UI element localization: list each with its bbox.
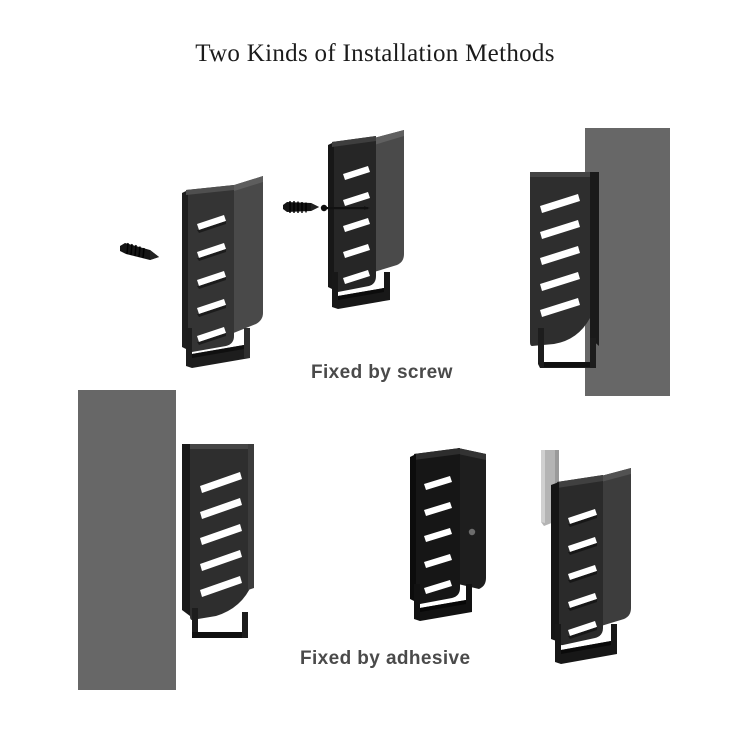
caption-fixed-by-screw: Fixed by screw <box>311 362 453 383</box>
page-title: Two Kinds of Installation Methods <box>195 40 555 67</box>
wall-anchor-left <box>118 239 164 269</box>
screw-hole <box>468 528 476 536</box>
wall-panel-bottom-left <box>78 390 176 690</box>
bracket-mounted-on-wall-bottom <box>168 440 278 650</box>
bracket-with-adhesive <box>535 448 655 683</box>
bracket-exploded-right <box>316 126 426 309</box>
bracket-back-view <box>400 440 510 621</box>
screw <box>320 198 372 220</box>
bracket-exploded-left <box>168 168 288 373</box>
bracket-mounted-on-wall-top <box>520 168 620 394</box>
wall-panel-top-right <box>585 128 670 396</box>
caption-fixed-by-adhesive: Fixed by adhesive <box>300 648 471 669</box>
wall-anchor-right <box>281 196 323 220</box>
